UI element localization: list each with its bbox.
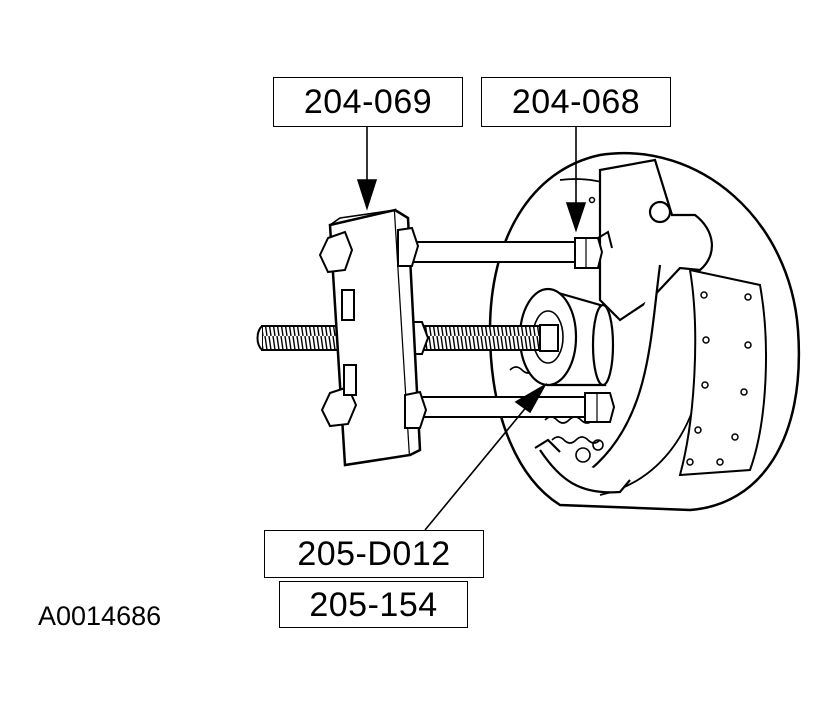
callout-205-D012: 205-D012	[264, 530, 484, 578]
brake-shoe	[534, 158, 714, 494]
leader-lines	[356, 127, 587, 531]
arrow-to-puller-bar	[356, 179, 378, 211]
arrow-to-hub	[514, 382, 548, 414]
upper-rod	[394, 230, 613, 269]
lower-rod	[414, 392, 616, 423]
callout-205-154: 205-154	[279, 581, 468, 628]
figure-id: A0014686	[38, 601, 162, 631]
callout-204-068: 204-068	[481, 77, 671, 127]
callout-204-069: 204-069	[273, 77, 463, 127]
puller-bolts	[318, 226, 428, 429]
arrow-to-upper-rod	[565, 202, 587, 233]
